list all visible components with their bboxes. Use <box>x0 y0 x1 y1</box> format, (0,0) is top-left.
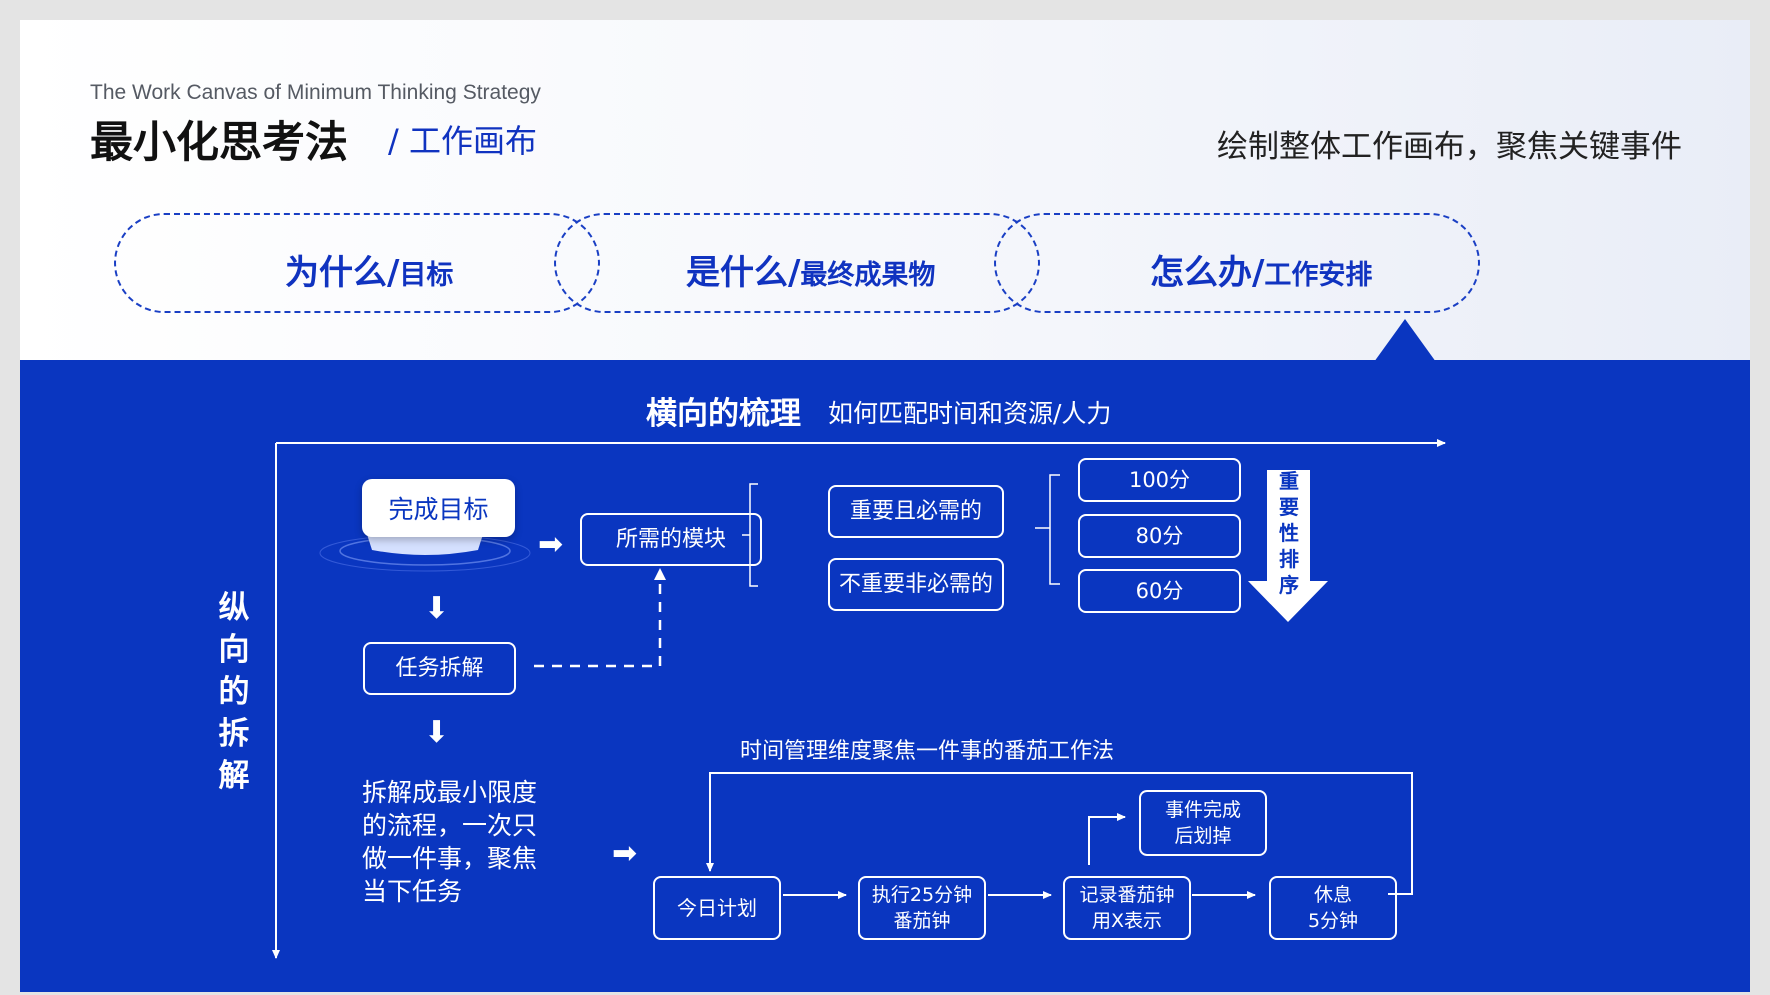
step-execute-l2: 番茄钟 <box>893 910 951 932</box>
pointer-triangle <box>1374 319 1436 362</box>
step-rest-l2: 5分钟 <box>1307 910 1359 932</box>
score-80-box: 80分 <box>1078 514 1241 558</box>
pill-how <box>994 213 1480 313</box>
horizontal-desc: 如何匹配时间和资源/人力 <box>828 399 1112 428</box>
page-title-sub: / 工作画布 <box>388 122 537 160</box>
step-plan-label: 今日计划 <box>677 896 757 920</box>
arrow-right-icon-2: ➡ <box>612 836 638 871</box>
done-l2: 后划掉 <box>1174 825 1232 847</box>
step-record-box: 记录番茄钟用X表示 <box>1063 876 1191 940</box>
slide: The Work Canvas of Minimum Thinking Stra… <box>20 20 1750 992</box>
step-record-l1: 记录番茄钟 <box>1079 884 1175 906</box>
pill-how-main: 怎么办/ <box>1150 253 1265 293</box>
minimal-line-3: 做一件事，聚焦 <box>362 844 538 873</box>
pill-why-sub: 目标 <box>399 260 454 291</box>
done-l1: 事件完成 <box>1164 799 1241 821</box>
subtitle-english: The Work Canvas of Minimum Thinking Stra… <box>90 81 541 104</box>
arrow-right-icon: ➡ <box>538 527 564 562</box>
arrow-down-icon: ⬇ <box>424 591 450 626</box>
vertical-title: 纵向的拆解 <box>218 590 250 794</box>
page-title: 最小化思考法 <box>90 118 348 168</box>
important-box: 重要且必需的 <box>828 485 1004 538</box>
arrow-down-icon-2: ⬇ <box>424 715 450 750</box>
bracket-scores <box>1049 474 1060 585</box>
slogan: 绘制整体工作画布，聚焦关键事件 <box>1217 129 1682 165</box>
pill-why-label: 为什么/目标 <box>285 245 453 294</box>
minimal-line-1: 拆解成最小限度 <box>362 778 538 807</box>
blue-panel <box>20 360 1750 992</box>
pill-what-sub: 最终成果物 <box>800 260 936 291</box>
pill-what-main: 是什么/ <box>686 253 801 293</box>
priority-arrow <box>1248 470 1328 622</box>
pill-why-main: 为什么/ <box>285 253 400 293</box>
goal-card: 完成目标 <box>362 479 515 537</box>
minimal-process-text: 拆解成最小限度 的流程，一次只 做一件事，聚焦 当下任务 <box>362 776 537 908</box>
dashed-link <box>534 576 662 668</box>
done-box: 事件完成后划掉 <box>1139 790 1267 856</box>
score-60-box: 60分 <box>1078 569 1241 613</box>
minimal-line-2: 的流程，一次只 <box>362 811 538 840</box>
horizontal-title: 横向的梳理 <box>646 396 801 432</box>
pomodoro-loop <box>706 772 1413 895</box>
score-100-box: 100分 <box>1078 458 1241 502</box>
task-split-box: 任务拆解 <box>363 642 516 695</box>
step-execute-box: 执行25分钟番茄钟 <box>858 876 986 940</box>
pill-how-label: 怎么办/工作安排 <box>1150 245 1372 294</box>
unimportant-box: 不重要非必需的 <box>828 558 1004 611</box>
step-rest-box: 休息 5分钟 <box>1269 876 1397 940</box>
modules-box: 所需的模块 <box>580 513 762 566</box>
step-plan-box: 今日计划 <box>653 876 781 940</box>
pill-how-sub: 工作安排 <box>1264 260 1373 291</box>
step-execute-l1: 执行25分钟 <box>871 884 973 906</box>
minimal-line-4: 当下任务 <box>362 877 463 906</box>
pill-what-label: 是什么/最终成果物 <box>686 245 935 294</box>
step-rest-l1: 休息 <box>1313 884 1352 906</box>
header-background <box>20 20 1750 363</box>
step-record-l2: 用X表示 <box>1091 910 1162 932</box>
pomodoro-title: 时间管理维度聚焦一件事的番茄工作法 <box>740 739 1115 764</box>
priority-label: 重要性排序 <box>1279 469 1299 597</box>
